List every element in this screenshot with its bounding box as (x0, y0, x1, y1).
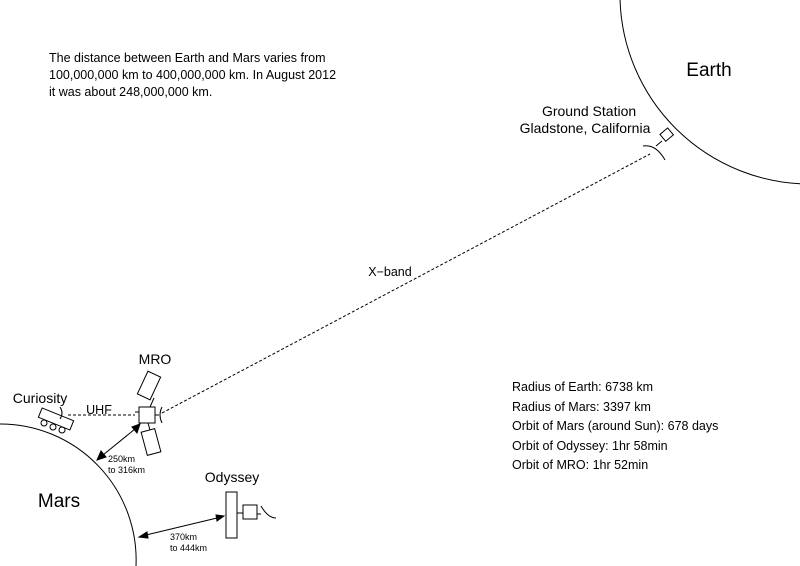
odyssey-altitude-label: 370km to 444km (170, 532, 207, 553)
fact-odyssey-orbit: Orbit of Odyssey: 1hr 58min (512, 438, 668, 453)
ground-station-location: Gladstone, California (520, 120, 651, 136)
uhf-label: UHF (86, 403, 112, 417)
xband-label: X−band (368, 265, 411, 279)
mars-label: Mars (38, 491, 80, 512)
earth-label: Earth (686, 60, 731, 81)
distance-note-line: it was about 248,000,000 km. (49, 85, 213, 99)
mro-altitude-min: 250km (108, 454, 135, 464)
mro-satellite (135, 370, 163, 457)
fact-earth-radius: Radius of Earth: 6738 km (512, 380, 654, 394)
ground-station-name: Ground Station (542, 103, 636, 119)
odyssey-satellite (225, 491, 277, 539)
curiosity-rover (37, 406, 75, 434)
facts-list: Radius of Earth: 6738 km Radius of Mars:… (512, 380, 718, 478)
odyssey-label: Odyssey (205, 469, 259, 485)
ground-station-antenna (642, 127, 675, 161)
fact-mars-orbit: Orbit of Mars (around Sun): 678 days (512, 419, 719, 433)
distance-note-line: The distance between Earth and Mars vari… (49, 51, 326, 65)
ground-station-label: Ground Station Gladstone, California (520, 103, 651, 136)
mro-altitude-label: 250km to 316km (108, 454, 145, 475)
mro-label: MRO (139, 351, 172, 367)
earth-outline (619, 0, 800, 185)
distance-note-line: 100,000,000 km to 400,000,000 km. In Aug… (49, 68, 337, 82)
mro-altitude-max: to 316km (108, 465, 145, 475)
distance-note: The distance between Earth and Mars vari… (49, 50, 336, 101)
odyssey-altitude-min: 370km (170, 532, 197, 542)
mro-altitude-arrow (96, 423, 141, 461)
fact-mars-radius: Radius of Mars: 3397 km (512, 399, 651, 414)
xband-link (161, 153, 651, 414)
fact-mro-orbit: Orbit of MRO: 1hr 52min (512, 458, 649, 472)
odyssey-altitude-max: to 444km (170, 543, 207, 553)
mars-outline (0, 423, 137, 566)
odyssey-altitude-arrow (137, 514, 226, 539)
curiosity-label: Curiosity (13, 390, 67, 406)
